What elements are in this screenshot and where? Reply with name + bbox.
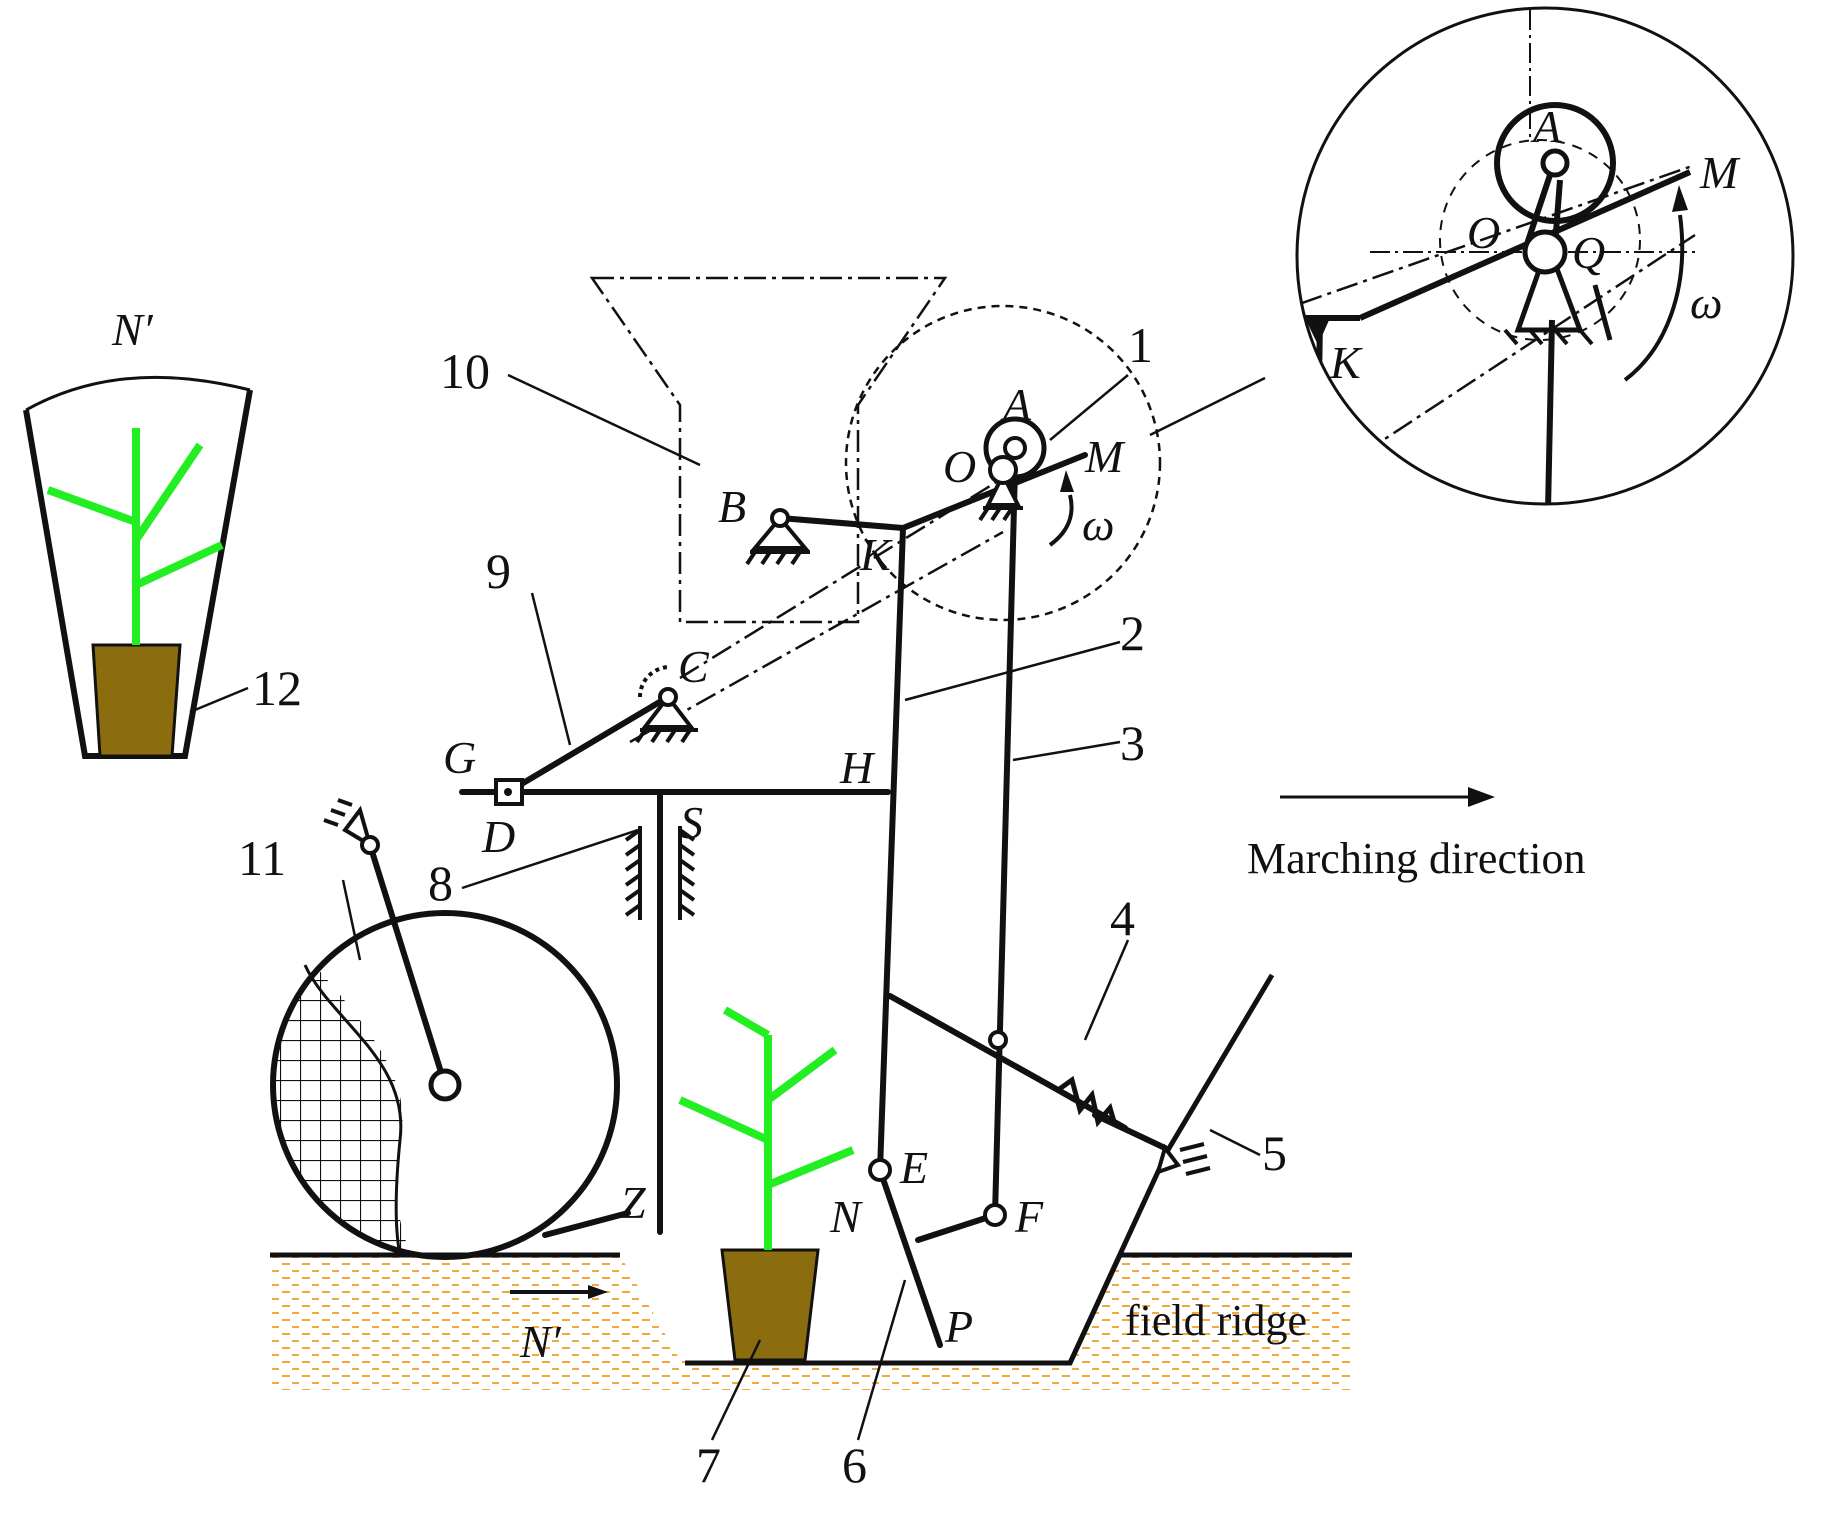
linkage	[367, 452, 1168, 1348]
inset-label-K: K	[1329, 337, 1363, 388]
part-4: 4	[1110, 890, 1135, 946]
label-Z: Z	[620, 1177, 646, 1228]
label-E: E	[899, 1142, 928, 1193]
part-2: 2	[1120, 605, 1145, 661]
label-G: G	[443, 732, 476, 783]
seedling-7	[678, 1006, 855, 1362]
pivot-B	[745, 508, 810, 566]
inset-label-M: M	[1699, 147, 1741, 198]
pivot-O	[978, 470, 1023, 522]
part-5: 5	[1262, 1125, 1287, 1181]
label-K: K	[859, 529, 893, 580]
leader-lines	[189, 373, 1266, 1441]
inset-label-O: O	[1467, 207, 1500, 258]
pivot-C	[635, 665, 698, 744]
point-labels: A B C D E F G H K M N O P S Z ω N′ N′ A …	[111, 101, 1741, 1367]
part-10: 10	[440, 343, 490, 399]
seedling-cup-12	[23, 375, 253, 759]
label-D: D	[481, 811, 515, 862]
inset-label-A: A	[1530, 101, 1562, 152]
slider-D	[494, 778, 524, 806]
label-ground-N-prime: N′	[519, 1316, 562, 1367]
marching-arrow	[1280, 787, 1495, 807]
inset-detail	[1295, 6, 1795, 506]
part-numbers: 1 2 3 4 5 6 7 8 9 10 11 12	[238, 317, 1287, 1493]
part-1: 1	[1128, 317, 1153, 373]
crank-circle	[844, 304, 1162, 622]
marching-direction-label: Marching direction	[1247, 834, 1585, 883]
label-O: O	[943, 441, 976, 492]
part-8: 8	[428, 855, 453, 911]
hinge-F	[983, 1203, 1007, 1227]
part-7: 7	[696, 1437, 721, 1493]
label-F: F	[1014, 1191, 1044, 1242]
spring-guide-8	[624, 826, 696, 920]
pivot-wheel	[323, 798, 380, 855]
wheel-11	[270, 910, 620, 1260]
part-11: 11	[238, 830, 286, 886]
label-N: N	[829, 1191, 863, 1242]
part-3: 3	[1120, 715, 1145, 771]
omega-arrow	[1048, 494, 1074, 547]
label-H: H	[839, 742, 876, 793]
inset-label-Q: Q	[1572, 227, 1605, 278]
part-9: 9	[486, 543, 511, 599]
inset-label-omega: ω	[1690, 277, 1722, 328]
hinge-E	[868, 1158, 892, 1182]
label-omega: ω	[1082, 499, 1114, 550]
pivot-5	[1154, 1142, 1211, 1176]
label-S: S	[680, 797, 703, 848]
label-P: P	[944, 1301, 973, 1352]
spring-4	[1056, 1075, 1118, 1128]
part-6: 6	[842, 1437, 867, 1493]
label-B: B	[718, 481, 746, 532]
label-cup-N-prime: N′	[111, 304, 154, 355]
part-12: 12	[252, 660, 302, 716]
label-A: A	[1000, 379, 1032, 430]
ground-force-arrow	[510, 1285, 608, 1299]
field-ridge-label: field ridge	[1125, 1296, 1307, 1345]
label-C: C	[678, 641, 710, 692]
label-M: M	[1084, 431, 1126, 482]
